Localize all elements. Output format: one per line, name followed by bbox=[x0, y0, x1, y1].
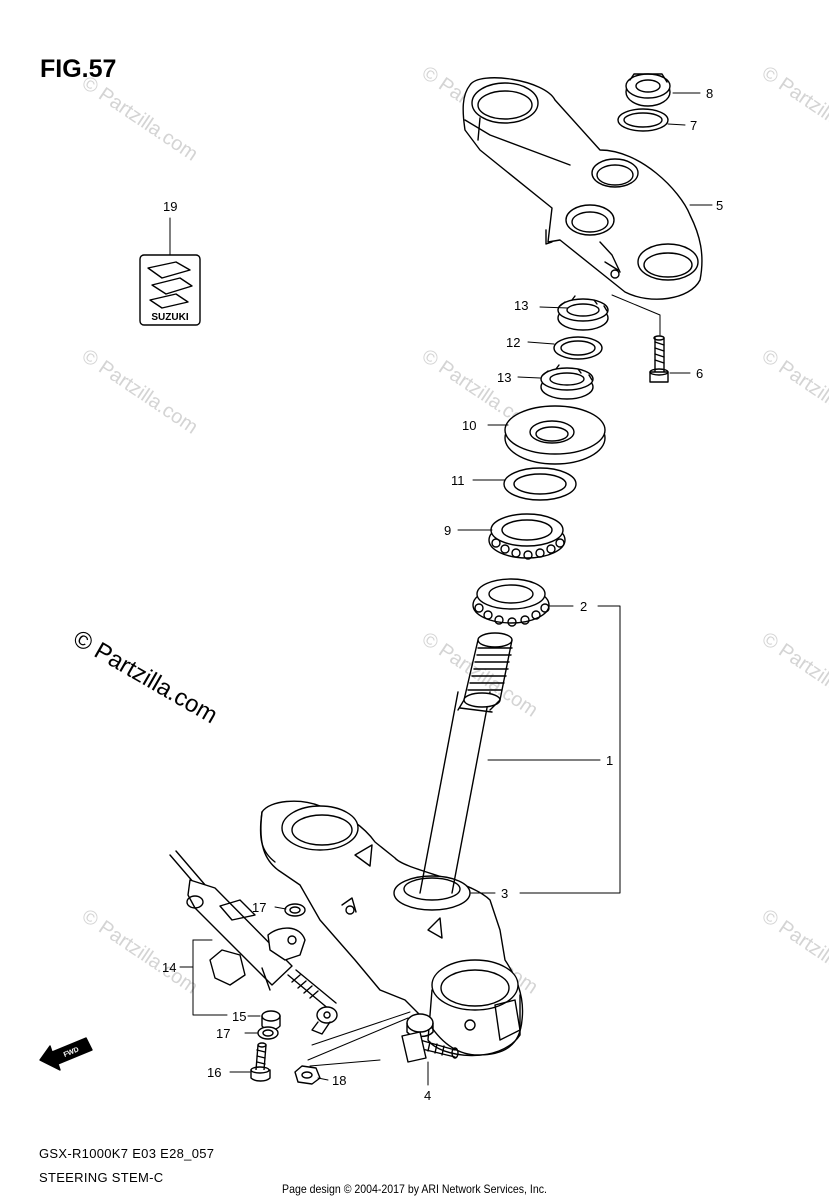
upper-bracket bbox=[462, 77, 703, 300]
damper-bolt bbox=[250, 1042, 271, 1082]
callout-label: 13 bbox=[514, 298, 529, 313]
top-nut bbox=[625, 73, 671, 107]
diagram-caption: STEERING STEM-C bbox=[39, 1170, 164, 1185]
lower-bracket bbox=[259, 800, 524, 1057]
callout-label: 1 bbox=[606, 753, 614, 768]
callout-label: 8 bbox=[706, 86, 714, 101]
nut-small bbox=[294, 1065, 321, 1085]
fwd-arrow-icon: FWD bbox=[39, 1037, 93, 1071]
callout-label: 9 bbox=[444, 523, 452, 538]
steering-damper bbox=[169, 850, 338, 1035]
callout-label: 15 bbox=[232, 1009, 247, 1024]
bolt bbox=[649, 335, 669, 383]
pinch-bolt bbox=[401, 1031, 459, 1063]
page-credit: Page design © 2004-2017 by ARI Network S… bbox=[282, 1182, 547, 1196]
lower-bearing bbox=[472, 578, 550, 627]
stem-seal bbox=[393, 875, 471, 911]
seal-washer bbox=[503, 467, 577, 501]
steering-stem bbox=[419, 632, 513, 894]
dust-seal bbox=[504, 405, 606, 465]
callout-label: 5 bbox=[716, 198, 724, 213]
callout-label: 10 bbox=[462, 418, 477, 433]
callout-label: 17 bbox=[252, 900, 267, 915]
steering-stem-nut-upper bbox=[557, 295, 609, 331]
callout-label: 13 bbox=[497, 370, 512, 385]
steering-stem-nut-lower bbox=[540, 364, 594, 400]
upper-bearing bbox=[488, 513, 566, 560]
callout-label: 3 bbox=[501, 886, 509, 901]
callout-label: 2 bbox=[580, 599, 588, 614]
callout-label: 19 bbox=[163, 199, 178, 214]
washer-small-upper bbox=[284, 903, 306, 917]
suzuki-logo-text: SUZUKI bbox=[151, 312, 188, 323]
lock-washer bbox=[553, 336, 603, 360]
callout-label: 6 bbox=[696, 366, 704, 381]
washer-small-lower bbox=[257, 1026, 279, 1040]
callout-label: 14 bbox=[162, 960, 177, 975]
callout-label: 7 bbox=[690, 118, 698, 133]
figure-title: FIG.57 bbox=[40, 55, 117, 83]
model-code: GSX-R1000K7 E03 E28_057 bbox=[39, 1146, 215, 1161]
callout-label: 18 bbox=[332, 1073, 347, 1088]
callout-label: 12 bbox=[506, 335, 521, 350]
callout-label: 4 bbox=[424, 1088, 432, 1103]
leader-lines bbox=[169, 92, 713, 1086]
washer bbox=[617, 108, 669, 132]
callout-label: 11 bbox=[451, 473, 465, 488]
callout-label: 16 bbox=[207, 1065, 222, 1080]
callout-label: 17 bbox=[216, 1026, 231, 1041]
suzuki-emblem: SUZUKI bbox=[139, 254, 201, 326]
